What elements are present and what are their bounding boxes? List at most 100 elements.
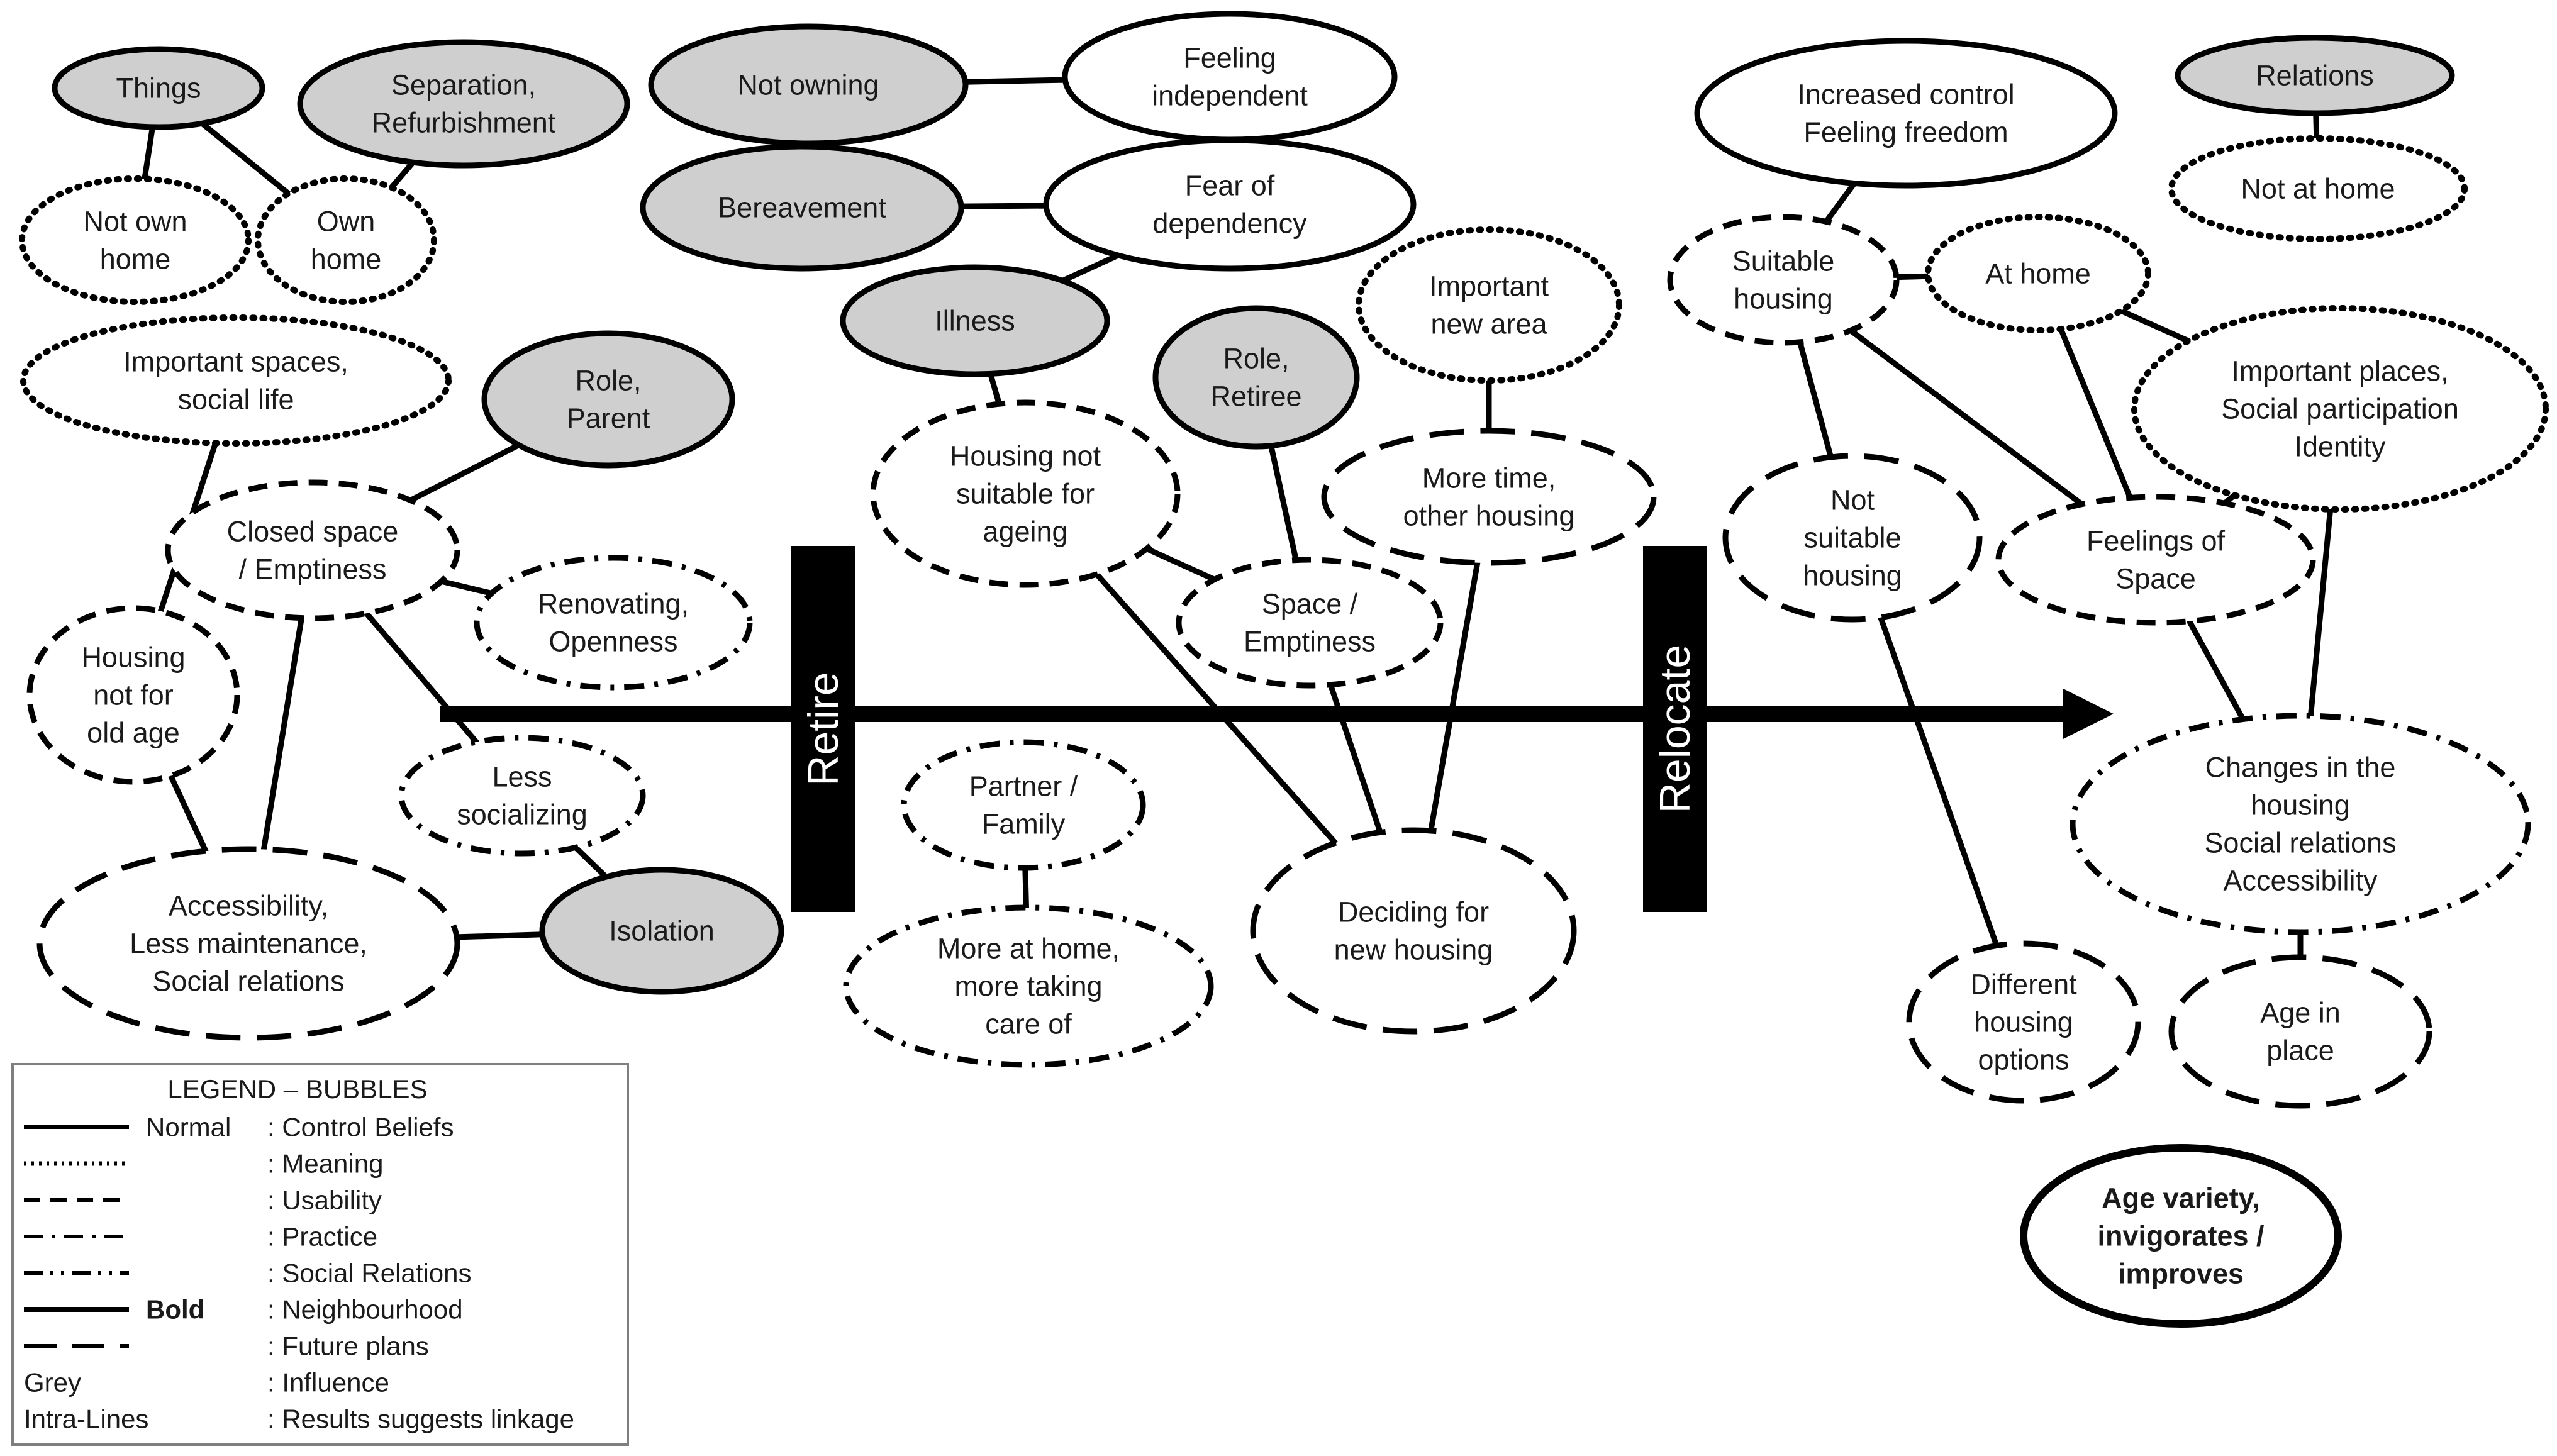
bubble-shape [1995, 494, 2316, 626]
bubble-text: Not [1830, 484, 1875, 516]
bubble-text: Deciding for [1338, 896, 1489, 928]
bubble-text: not for [93, 679, 174, 711]
relocate-label: Relocate [1651, 645, 1699, 813]
bubble-shape [901, 739, 1146, 871]
bubble-shape [20, 314, 452, 447]
bubble-text: Important [1429, 270, 1549, 303]
bubble-relations: Relations [2175, 35, 2455, 116]
bubble-shape [2168, 135, 2468, 242]
bubble-text: Role, [575, 365, 641, 397]
bubble-shape [1043, 137, 1417, 272]
connector-important_places-changes_housing [2307, 506, 2334, 719]
bubble-text: social life [177, 384, 294, 416]
bubble-closed-space: Closed space/ Emptiness [165, 479, 460, 621]
bubble-illness: Illness [840, 264, 1110, 377]
bubble-text: Housing [81, 642, 185, 674]
bubble-shape [1906, 940, 2141, 1104]
bubble-text: suitable for [956, 478, 1095, 510]
legend-description: : Results suggests linkage [267, 1404, 574, 1434]
bubble-text: old age [87, 717, 180, 749]
bubble-text: Important spaces, [123, 346, 348, 378]
bubble-text: new area [1430, 308, 1547, 340]
bubble-role-parent: Role,Parent [481, 330, 735, 469]
bubble-text: Bereavement [718, 192, 886, 224]
bubble-more-time: More time,other housing [1321, 428, 1657, 566]
bubble-text: suitable [1803, 522, 1901, 554]
bubble-text: ageing [983, 516, 1067, 548]
connector-relations-not_at_home [2313, 110, 2320, 142]
bubble-text: improves [2118, 1258, 2244, 1290]
bubble-text: / Emptiness [238, 553, 386, 586]
bubble-space-emptiness: Space /Emptiness [1176, 557, 1444, 689]
bubble-text: socializing [457, 799, 588, 831]
bubble-shape [1062, 11, 1398, 143]
bubble-shape [843, 904, 1214, 1068]
legend-description: : Future plans [267, 1331, 429, 1361]
bubble-shape [840, 264, 1110, 377]
bubble-shape [255, 175, 437, 305]
bubble-housing-not-suitable: Housing not suitable for ageing [870, 399, 1181, 588]
bubble-shape [640, 143, 964, 272]
bubble-shape [1694, 38, 2118, 189]
bubble-shape [1321, 428, 1657, 566]
legend-key: Grey [24, 1368, 81, 1398]
timeline-arrow [440, 689, 2114, 739]
bubble-important-places: Important places,Social participationIde… [2131, 305, 2549, 513]
bubble-text: More time, [1422, 462, 1556, 494]
bubble-important-spaces: Important spaces, social life [20, 314, 452, 447]
bubble-shape [648, 23, 969, 147]
bubble-text: Social relations [2204, 827, 2396, 859]
bubble-text: Housing not [950, 440, 1101, 472]
bubble-housing-not-old: Housing not for old age [26, 605, 240, 785]
bubble-text: Accessibility [2223, 865, 2378, 897]
bubble-text: Less [492, 761, 552, 793]
bubble-text: Illness [935, 305, 1015, 337]
bubble-text: Feelings of [2086, 525, 2226, 557]
bubble-age-variety: Age variety,invigorates /improves [2020, 1144, 2342, 1328]
legend-key: Bold [146, 1295, 204, 1325]
connector-at_home-important_places [2118, 308, 2192, 344]
retire-label: Retire [799, 672, 847, 786]
connector-housing_not_old-accessibility_left [168, 773, 209, 854]
legend-description: : Control Beliefs [267, 1113, 454, 1142]
bubble-not-owning: Not owning [648, 23, 969, 147]
bubble-shape [26, 605, 240, 785]
bubble-text: home [311, 243, 382, 275]
bubble-shape [165, 479, 460, 621]
bubble-bereavement: Bereavement [640, 143, 964, 272]
bubble-shape [2175, 35, 2455, 116]
bubble-text: At home [1985, 258, 2091, 290]
bubble-shape [2168, 954, 2432, 1109]
bubble-text: Isolation [609, 915, 715, 947]
bubble-shape [481, 330, 735, 469]
bubble-shape [1250, 827, 1577, 1035]
legend-key: Intra-Lines [24, 1404, 148, 1434]
legend-description: : Practice [267, 1222, 377, 1252]
connector-illness-housing_not_suitable [988, 370, 1002, 407]
bubble-text: housing [1803, 560, 1902, 592]
bubble-text: independent [1152, 80, 1308, 112]
connector-things-not_own_home [142, 124, 155, 182]
bubble-renovating: Renovating,Openness [474, 555, 753, 691]
connector-more_time-deciding [1428, 560, 1481, 834]
bubble-text: Space / [1262, 588, 1358, 620]
connector-accessibility_left-isolation [454, 931, 545, 940]
bubble-separation: Separation, Refurbishment [297, 39, 630, 169]
bubble-text: Separation, [391, 69, 536, 101]
bubble-text: Not own [83, 206, 187, 238]
bubble-text: Refurbishment [372, 107, 556, 139]
bubble-text: place [2266, 1035, 2334, 1067]
bubble-text: Social participation [2221, 393, 2459, 425]
bubble-text: housing [1734, 283, 1833, 315]
bubble-partner-family: Partner /Family [901, 739, 1146, 871]
bubble-text: Changes in the [2205, 752, 2396, 784]
bubble-less-socializing: Less socializing [398, 735, 646, 857]
